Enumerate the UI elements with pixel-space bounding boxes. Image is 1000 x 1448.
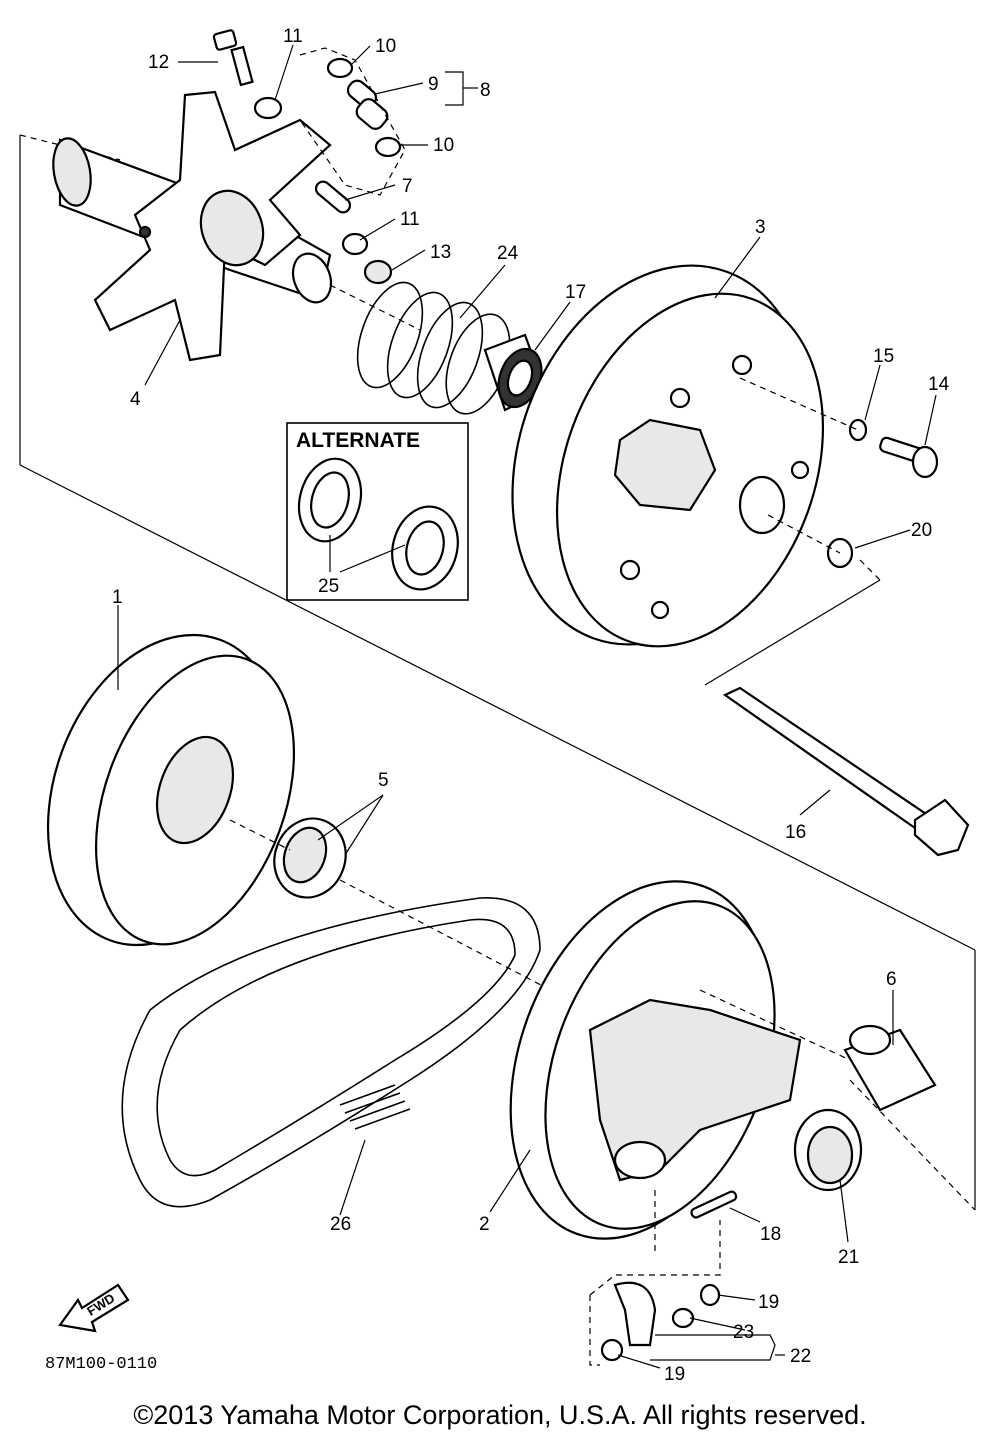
part-2-sheave-body	[509, 880, 802, 1240]
label-23: 23	[733, 1322, 754, 1343]
label-21: 21	[838, 1247, 859, 1268]
label-17: 17	[565, 282, 586, 303]
label-1: 1	[112, 587, 123, 608]
label-8: 8	[480, 80, 491, 101]
part-22-weight-assembly	[589, 1220, 721, 1366]
label-10-bottom: 10	[433, 135, 454, 156]
label-6: 6	[886, 969, 897, 990]
leader-lines	[117, 44, 937, 1369]
label-24: 24	[497, 243, 519, 264]
label-19-top: 19	[758, 1292, 779, 1313]
assembly-outline-lines	[19, 134, 976, 1211]
part-14-bolt	[879, 436, 939, 479]
part-4-fixed-sheave-spider	[52, 90, 333, 362]
label-12: 12	[148, 52, 169, 73]
label-11-top: 11	[283, 26, 303, 47]
label-19-bottom: 19	[664, 1364, 685, 1385]
part-3-movable-sheave	[511, 264, 825, 648]
part-26-drive-belt	[121, 897, 541, 1208]
part-12-bolt	[212, 29, 254, 87]
label-5: 5	[378, 770, 389, 791]
fwd-arrow-icon: FWD	[58, 1283, 130, 1333]
label-15: 15	[873, 346, 894, 367]
part-18-pin	[690, 1190, 738, 1219]
label-7: 7	[402, 176, 413, 197]
alternate-title: ALTERNATE	[296, 429, 420, 452]
part-5-collar	[273, 817, 347, 899]
part-16-long-bolt	[722, 686, 970, 857]
label-11-bottom: 11	[400, 209, 420, 230]
label-13: 13	[430, 242, 451, 263]
part-21-ring	[793, 1108, 863, 1192]
label-2: 2	[479, 1214, 490, 1235]
label-9: 9	[428, 74, 439, 95]
drawing-code: 87M100-0110	[45, 1355, 157, 1374]
part-6-sleeve	[843, 1024, 937, 1112]
label-18: 18	[760, 1224, 781, 1245]
label-10-top: 10	[375, 36, 396, 57]
label-16: 16	[785, 822, 806, 843]
part-number-labels: 12 11 10 9 8 10 7 11 13 24 17 3 15 14 20…	[112, 26, 950, 1385]
label-26: 26	[330, 1214, 351, 1235]
label-22: 22	[790, 1346, 811, 1367]
label-20: 20	[911, 520, 932, 541]
part-17-bushing	[483, 333, 547, 412]
label-4: 4	[130, 389, 141, 410]
small-hardware	[253, 47, 406, 285]
copyright-notice: ©2013 Yamaha Motor Corporation, U.S.A. A…	[133, 1400, 867, 1430]
label-3: 3	[755, 217, 766, 238]
part-15-washer	[848, 418, 868, 442]
alternate-box	[286, 422, 469, 601]
label-25: 25	[318, 576, 339, 597]
part-1-sheave-disk	[46, 633, 296, 947]
label-14: 14	[928, 374, 950, 395]
